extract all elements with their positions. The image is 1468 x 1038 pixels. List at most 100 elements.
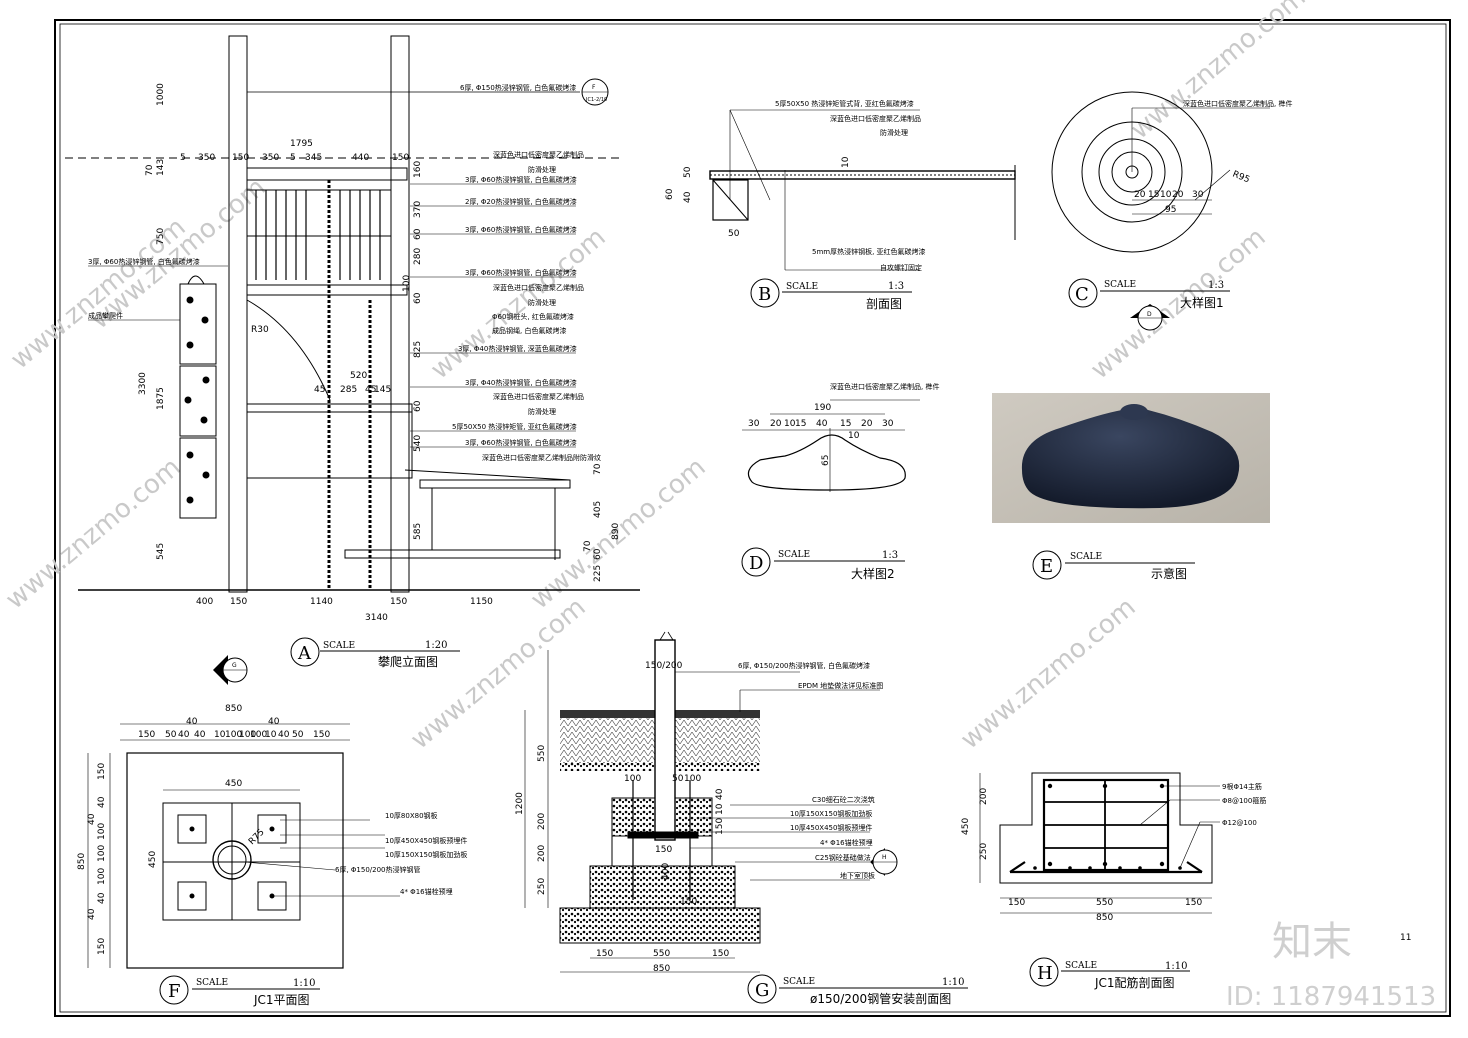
dim-overall-bottom: 850 xyxy=(653,964,670,974)
dim: 100 xyxy=(250,730,267,740)
dim: 45 xyxy=(314,385,325,395)
dim: 150 xyxy=(1185,898,1202,908)
callout-letter: G xyxy=(232,662,237,669)
plan-f xyxy=(87,723,400,969)
note: 3厚, Φ40热浸锌钢管, 深蓝色氟碳烤漆 xyxy=(458,344,577,353)
dim: 65 xyxy=(821,455,831,466)
dim: 200 xyxy=(979,788,989,805)
dim: 100 xyxy=(684,774,701,784)
dim: 20 xyxy=(770,419,782,429)
dim: 540 xyxy=(413,435,423,452)
watermark: www.znzmo.com xyxy=(425,222,611,385)
dim: 1000 xyxy=(156,83,166,106)
dim: 10 xyxy=(715,803,725,815)
dim: 150 xyxy=(313,730,330,740)
dim: 40 xyxy=(715,788,725,800)
dim: 450 xyxy=(148,851,158,868)
detail-d-labels: 深蓝色进口低密度聚乙烯制品, 榫件 190 30 20 10 15 40 15 … xyxy=(748,382,939,466)
dim: 150 xyxy=(596,949,613,959)
dim: 890 xyxy=(611,523,621,540)
dim: 10 xyxy=(265,730,277,740)
dim: 200 xyxy=(537,813,547,830)
post-right xyxy=(390,35,410,593)
scale-label: SCALE xyxy=(778,550,810,560)
dim: 280 xyxy=(413,248,423,265)
dim: 40 xyxy=(178,730,190,740)
dim: 150 xyxy=(97,938,107,955)
note: 3厚, Φ60热浸锌钢管, 白色氟碳烤漆 xyxy=(465,225,577,234)
note: 3厚, Φ60热浸锌钢管, 白色氟碳烤漆 xyxy=(465,268,577,277)
page-number: 11 xyxy=(1400,933,1411,943)
view-title: ø150/200钢管安装剖面图 xyxy=(810,991,951,1006)
dim: 225 xyxy=(593,565,603,582)
dim: 100 xyxy=(97,845,107,862)
dim: 400 xyxy=(661,863,671,880)
dim: 250 xyxy=(979,843,989,860)
post-left xyxy=(228,35,248,593)
dim: 345 xyxy=(305,153,322,163)
dim: 550 xyxy=(653,949,670,959)
dim: 545 xyxy=(156,543,166,560)
dim: 30 xyxy=(1192,190,1204,200)
dim: 150 xyxy=(715,818,725,835)
callout-g: G xyxy=(213,655,248,685)
radius-label: R95 xyxy=(1231,170,1251,186)
dim: 350 xyxy=(262,153,279,163)
section-b xyxy=(709,109,1016,271)
note: 深蓝色进口低密度聚乙烯制品 xyxy=(493,283,584,292)
dim: 40 xyxy=(87,813,97,825)
dim: 145 xyxy=(374,385,391,395)
left-note: 3厚, Φ60热浸锌钢管, 白色氟碳烤漆 xyxy=(88,257,200,266)
note: 10厚150X150钢板加劲板 xyxy=(790,809,872,818)
note: 深蓝色进口低密度聚乙烯制品 xyxy=(830,114,921,123)
dim: 60 xyxy=(413,292,423,304)
dim: 160 xyxy=(413,161,423,178)
radius-label: R30 xyxy=(251,325,269,335)
dim: 5 xyxy=(180,153,186,163)
dim: 50 xyxy=(292,730,304,740)
dim: 200 xyxy=(537,845,547,862)
note: 地下室顶板 xyxy=(840,871,875,880)
elevation-view xyxy=(65,35,640,593)
dim: 150 xyxy=(655,845,672,855)
note: 10厚450X450钢板预埋件 xyxy=(385,836,467,845)
dim: 150 xyxy=(1008,898,1025,908)
dim: 10 xyxy=(1160,190,1172,200)
inner-frame xyxy=(59,23,1447,1013)
title-h: H SCALE 1:10 JC1配筋剖面图 xyxy=(1029,957,1190,990)
dim: 150 xyxy=(680,897,697,907)
note: 成品钢绳, 白色氟碳烤漆 xyxy=(492,326,566,335)
scale-value: 1:3 xyxy=(882,550,898,561)
dim: 440 xyxy=(352,153,369,163)
watermark: www.znzmo.com xyxy=(1085,222,1271,385)
dim: 45 xyxy=(365,385,376,395)
view-letter: B xyxy=(758,284,771,305)
dim: 40 xyxy=(268,717,280,727)
note: 3厚, Φ40热浸锌钢管, 白色氟碳烤漆 xyxy=(465,378,577,387)
callout-letter: H xyxy=(882,854,887,861)
dim: 550 xyxy=(537,745,547,762)
dim: 40 xyxy=(87,908,97,920)
note: 5mm厚热浸锌钢板, 亚红色氟碳烤漆 xyxy=(812,247,926,256)
dim: 370 xyxy=(413,201,423,218)
dim: 100 xyxy=(624,774,641,784)
note: 3厚, Φ60热浸锌钢管, 白色氟碳烤漆 xyxy=(465,438,577,447)
watermark: www.znzmo.com xyxy=(1125,0,1311,145)
note: 防滑处理 xyxy=(528,298,556,307)
dim: 10 xyxy=(784,419,796,429)
scale-value: 1:3 xyxy=(1208,280,1224,291)
dim: 100 xyxy=(225,730,242,740)
dim-overall-left: 850 xyxy=(77,853,87,870)
note: 10厚80X80钢板 xyxy=(385,811,438,820)
dim: 40 xyxy=(683,191,693,203)
dim: 50 xyxy=(165,730,177,740)
dim: 350 xyxy=(198,153,215,163)
note: 6厚, Φ150热浸锌钢管, 白色氟碳烤漆 xyxy=(460,83,576,92)
note: 3厚, Φ60热浸锌钢管, 白色氟碳烤漆 xyxy=(465,175,577,184)
dim: 143 xyxy=(156,159,166,176)
view-title: 剖面图 xyxy=(866,297,902,311)
dim: 100 xyxy=(97,823,107,840)
dim: 50 xyxy=(672,774,684,784)
note: 10厚150X150钢板加劲板 xyxy=(385,850,467,859)
